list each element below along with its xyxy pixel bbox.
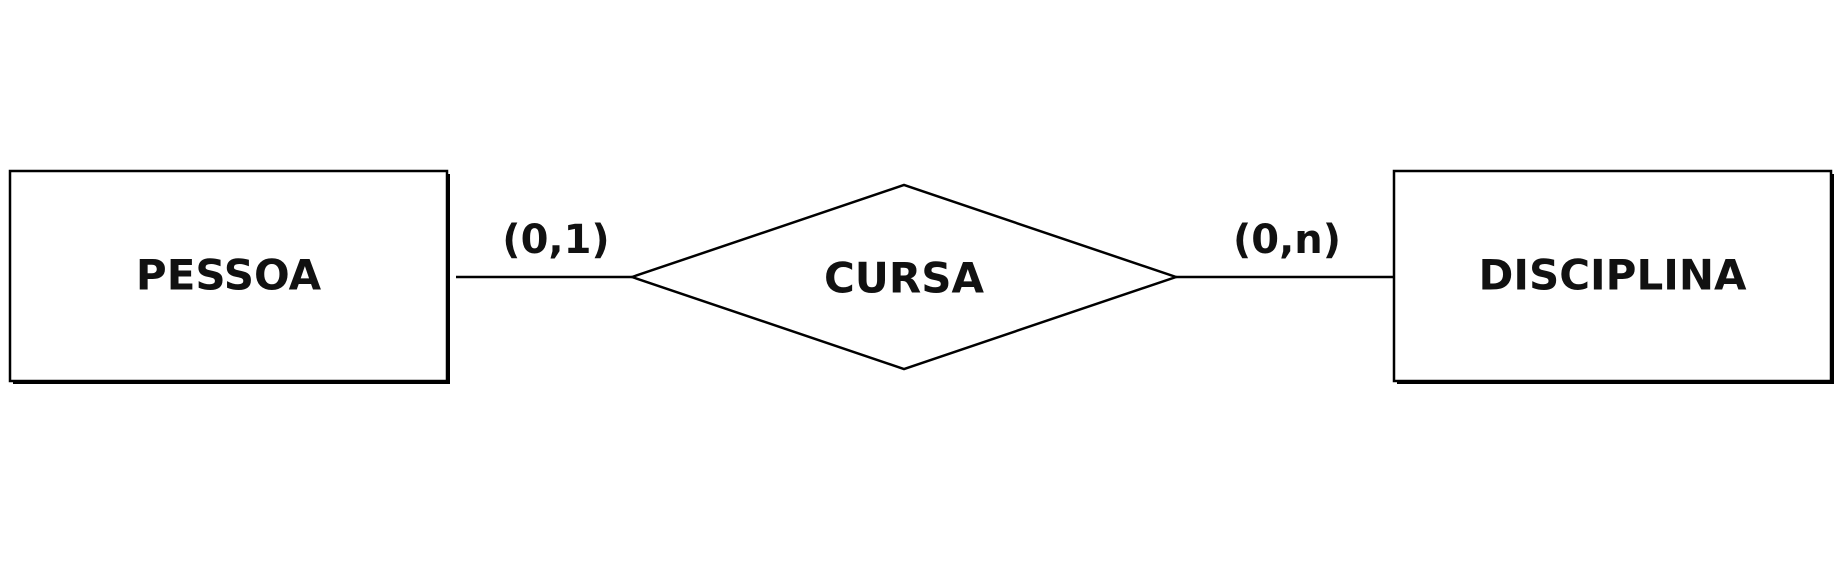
relationship-cursa[interactable]: CURSA bbox=[628, 183, 1180, 371]
relationship-cursa-diamond bbox=[628, 183, 1180, 371]
cardinality-pessoa: (0,1) bbox=[502, 217, 609, 263]
entity-pessoa-box bbox=[8, 169, 449, 383]
entity-disciplina[interactable]: DISCIPLINA bbox=[1392, 169, 1834, 384]
entity-pessoa-label: PESSOA bbox=[136, 251, 322, 300]
cardinality-disciplina: (0,n) bbox=[1233, 217, 1341, 263]
entity-pessoa[interactable]: PESSOA bbox=[8, 169, 450, 384]
entity-disciplina-label: DISCIPLINA bbox=[1478, 251, 1747, 300]
relationship-cursa-label: CURSA bbox=[824, 254, 985, 303]
